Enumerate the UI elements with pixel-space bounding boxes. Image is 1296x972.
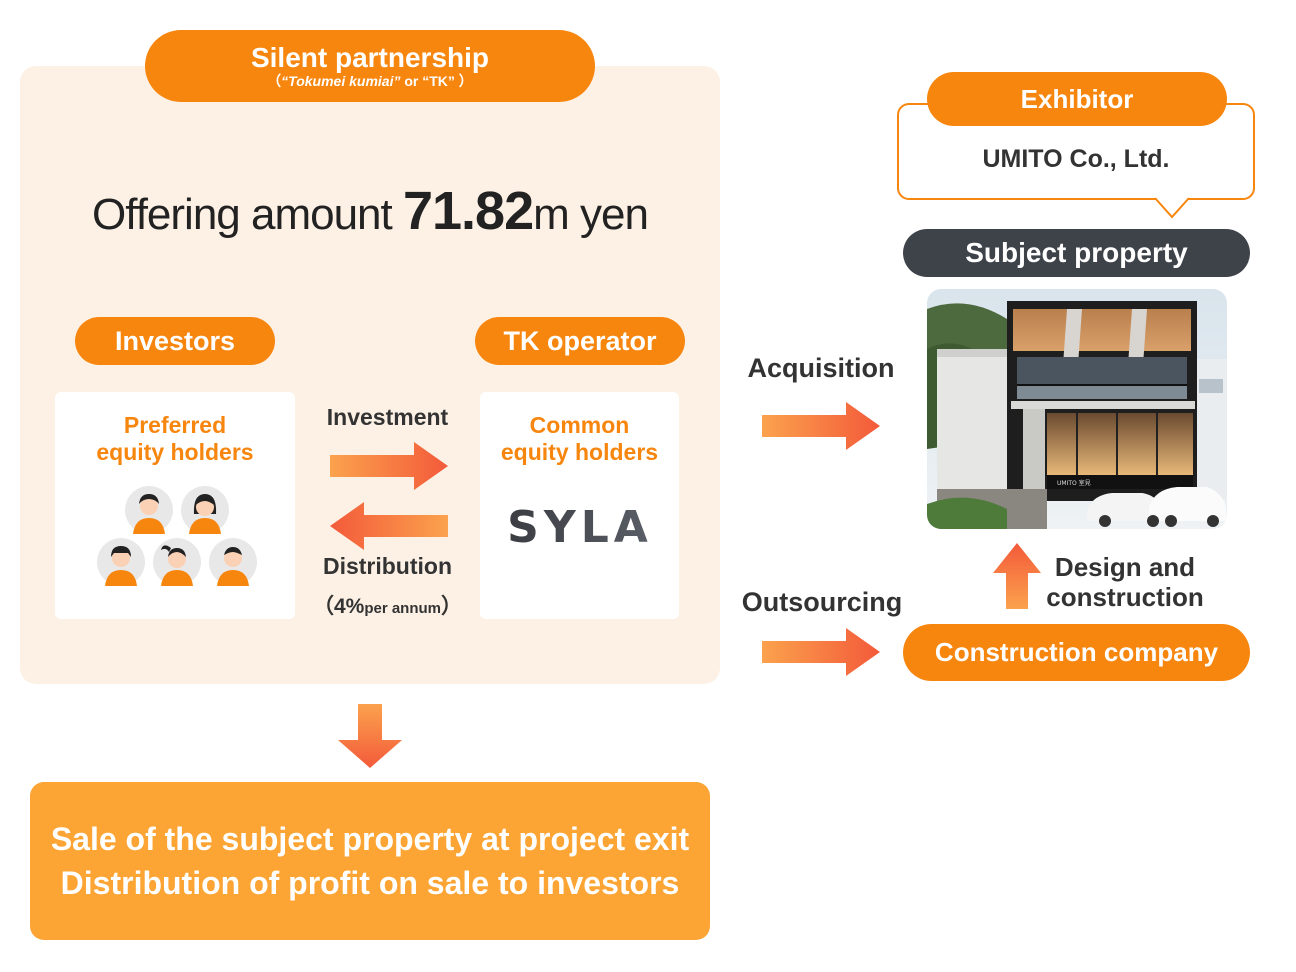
silent-partnership-header: Silent partnership （“Tokumei kumiai” or … [145,30,595,102]
offering-unit: m yen [533,190,649,239]
distribution-rate: （4%per annum） [312,595,463,618]
exit-line-2: Distribution of profit on sale to invest… [60,865,680,901]
construction-company-label: Construction company [903,624,1250,681]
callout-pointer-icon [1155,197,1189,219]
person-avatar-icon [125,486,173,534]
acquisition-arrow-icon [762,402,880,450]
tk-operator-label: TK operator [475,317,685,365]
common-equity-card: Common equity holders [480,392,679,619]
building-sign: UMITO 室見 [1057,479,1091,487]
exhibitor-name: UMITO Co., Ltd. [982,145,1170,173]
exit-line-1: Sale of the subject property at project … [50,821,690,857]
exhibitor-label: Exhibitor [927,72,1227,126]
outsourcing-arrow-icon [762,628,880,676]
common-equity-title: Common equity holders [500,412,659,465]
person-avatar-icon [153,538,201,586]
acquisition-label: Acquisition [747,353,895,383]
investment-label: Investment [326,404,449,430]
person-avatar-icon [97,538,145,586]
outsourcing-label: Outsourcing [741,587,903,617]
offering-amount: Offering amount 71.82m yen [20,180,720,242]
partnership-title: Silent partnership [250,42,490,73]
subject-property-label: Subject property [903,229,1250,277]
person-avatar-icon [209,538,257,586]
syla-logo: SYLA [507,503,653,549]
investment-arrow-icon [330,442,448,490]
distribution-arrow-icon [330,502,448,550]
preferred-equity-card: Preferred equity holders [55,392,295,619]
design-construction-label: Design and construction [1046,552,1204,612]
distribution-label: Distribution [322,553,453,579]
partnership-subtitle: （“Tokumei kumiai” or “TK” ） [267,73,473,89]
offering-value: 71.82 [402,181,534,241]
investors-label: Investors [75,317,275,365]
project-exit-box: Sale of the subject property at project … [30,782,710,940]
person-avatar-icon [181,486,229,534]
building-photo: UMITO 室見 [927,289,1227,529]
syla-logo-text: SYLA [507,503,653,549]
design-construction-up-arrow-icon [993,543,1041,609]
preferred-equity-title: Preferred equity holders [96,412,254,465]
offering-label: Offering amount [92,190,403,239]
exit-down-arrow-icon [338,704,402,768]
